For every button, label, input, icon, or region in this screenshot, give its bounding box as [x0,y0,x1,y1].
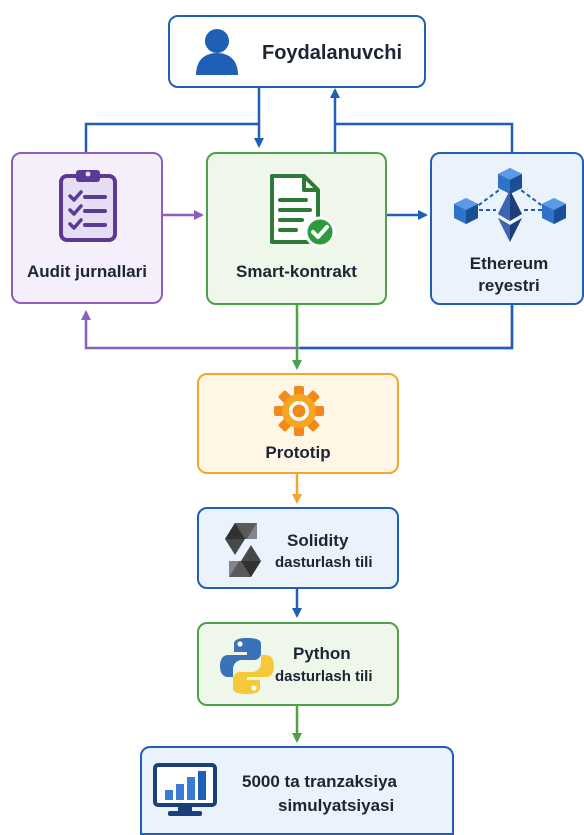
node-simulation-line1: 5000 ta tranzaksiya [242,772,397,791]
node-audit: Audit jurnallari [11,152,163,304]
node-prototype: Prototip [197,373,399,474]
clipboard-checklist-icon [59,170,117,242]
node-solidity-line1: Solidity [287,531,349,550]
node-audit-label: Audit jurnallari [27,262,147,281]
node-user: Foydalanuvchi [168,15,426,88]
node-contract-label: Smart-kontrakt [236,262,357,281]
node-ethereum-line2: reyestri [478,276,540,295]
node-prototype-label: Prototip [265,443,331,462]
document-check-icon [270,174,336,248]
ethereum-network-icon [454,168,566,242]
solidity-logo-icon [225,523,261,577]
user-icon [196,29,238,75]
node-solidity: Solidity dasturlash tili [197,507,399,589]
node-contract: Smart-kontrakt [206,152,387,305]
node-ethereum-line1: Ethereum [469,254,549,273]
gear-icon [274,386,324,436]
node-python-line2: dasturlash tili [275,668,373,685]
node-python: Python dasturlash tili [197,622,399,706]
arrow-ethereum-to-audit [81,305,514,350]
node-solidity-line2: dasturlash tili [275,554,373,571]
python-logo-icon [220,638,274,694]
monitor-chart-icon [153,763,217,816]
node-user-label: Foydalanuvchi [262,42,403,64]
node-simulation-line2: simulyatsiyasi [278,796,395,815]
node-simulation: 5000 ta tranzaksiya simulyatsiyasi [140,746,454,835]
arrow-ethereum-loop-to-user [335,122,514,152]
node-ethereum: Ethereum reyestri [430,152,584,305]
arrow-audit-loop-to-contract [84,122,259,152]
node-python-line1: Python [293,644,351,663]
